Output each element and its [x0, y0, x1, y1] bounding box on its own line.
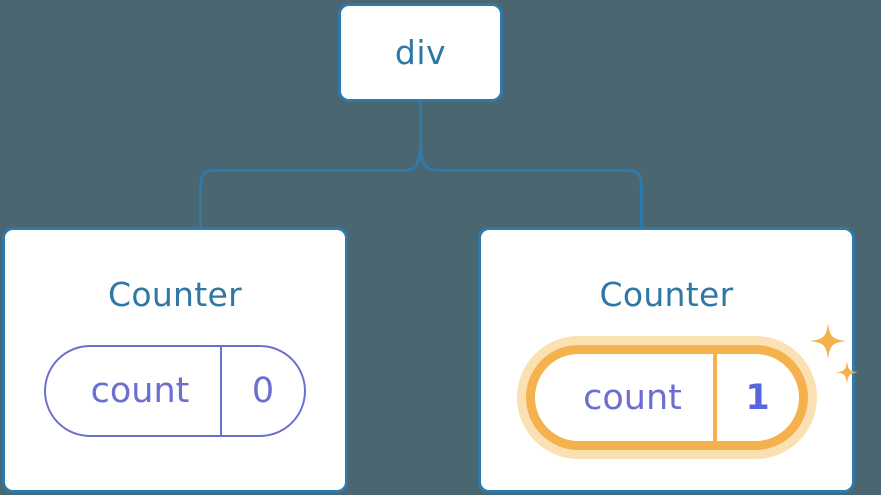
- sparkle-icon: [809, 323, 846, 359]
- sparkle-small-icon: [835, 361, 858, 384]
- state-pill-left-wrap: count 0: [44, 345, 306, 437]
- state-pill-left-key: count: [90, 371, 190, 411]
- state-pill-left[interactable]: count 0: [44, 345, 306, 437]
- connector-branch-right: [419, 140, 643, 229]
- node-counter-right-title: Counter: [599, 275, 734, 314]
- node-counter-right[interactable]: Counter count 1: [478, 227, 858, 493]
- state-pill-right[interactable]: count 1: [525, 345, 808, 450]
- state-pill-right-key: count: [583, 377, 682, 418]
- state-pill-left-value: 0: [220, 347, 304, 435]
- node-counter-left-title: Counter: [108, 275, 242, 314]
- connector-branch-left: [199, 140, 422, 229]
- node-div-label: div: [394, 33, 447, 72]
- node-div[interactable]: div: [338, 3, 503, 102]
- state-pill-right-wrap: count 1: [525, 323, 858, 450]
- node-counter-left[interactable]: Counter count 0: [2, 227, 348, 493]
- state-pill-right-value: 1: [712, 354, 799, 441]
